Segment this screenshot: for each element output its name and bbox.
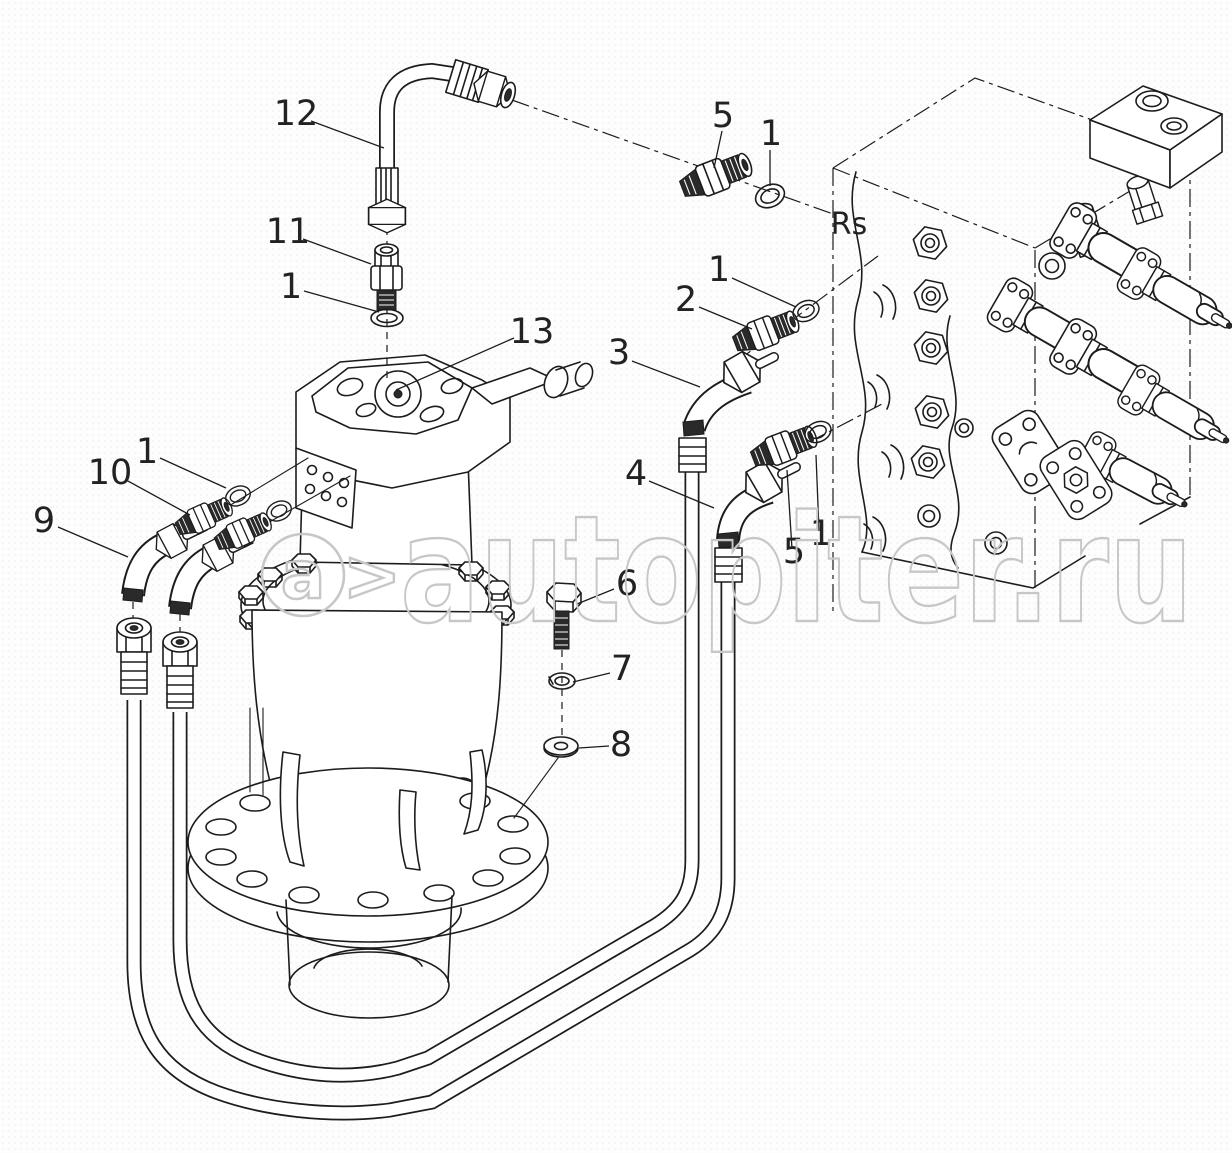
callout-label-3: 3	[608, 333, 630, 373]
tube-12	[367, 58, 517, 234]
hose-end-fitting	[162, 631, 198, 709]
callout-leader	[731, 277, 797, 308]
elbow-hose-4	[714, 455, 801, 583]
hex-bolt-6	[546, 582, 582, 650]
hose-3-loop	[172, 472, 700, 1083]
callout-leader	[572, 672, 611, 683]
callout-leader	[815, 454, 820, 532]
callout-leader	[303, 290, 380, 313]
o-ring-1	[370, 308, 404, 328]
solenoid-valve	[1115, 362, 1232, 463]
callout-label-7: 7	[611, 649, 633, 689]
flat-washer-8	[543, 736, 579, 758]
right-elbows	[678, 345, 801, 583]
solenoid-valve	[1114, 245, 1232, 349]
callout-leader	[631, 360, 701, 388]
callout-label-13: 13	[510, 312, 555, 352]
watermark-badge-arrow: >	[343, 535, 402, 617]
hose-4-loop	[126, 580, 736, 1121]
motor-manifold	[295, 354, 594, 529]
mount-flange	[187, 767, 549, 943]
callout-label-5: 5	[712, 96, 734, 136]
callout-label-11: 11	[266, 212, 311, 252]
callout-leader	[648, 480, 715, 509]
callout-label-1: 1	[760, 114, 782, 154]
port-plate	[1039, 439, 1113, 521]
callout-label-Rs: Rs	[831, 207, 867, 242]
callout-leader	[698, 306, 753, 330]
callout-label-1: 1	[136, 432, 158, 472]
callout-label-12: 12	[274, 94, 319, 134]
connector-fitting-2	[729, 305, 804, 359]
callout-leader	[576, 588, 615, 605]
callout-label-5: 5	[783, 532, 805, 572]
callout-leader	[302, 238, 372, 265]
watermark-badge-letter: a	[281, 537, 326, 614]
hoses	[126, 472, 736, 1121]
callout-label-9: 9	[33, 501, 55, 541]
callout-label-2: 2	[675, 280, 697, 320]
break-line	[946, 315, 960, 569]
callout-label-1: 1	[280, 267, 302, 307]
callout-label-1: 1	[708, 250, 730, 290]
watermark-badge-circle	[260, 532, 346, 618]
elbow-hose-3	[678, 345, 779, 473]
hex-plug	[909, 224, 951, 262]
bolt-washer-set	[513, 582, 582, 819]
callout-leader	[786, 469, 793, 550]
watermark: a > autopiter.ru	[260, 483, 1194, 657]
callout-leader	[713, 130, 723, 169]
pilot-tube-assembly	[367, 58, 517, 380]
callout-leader	[395, 337, 515, 391]
swing-motor	[187, 354, 594, 1019]
shaft-cylinder	[276, 895, 462, 1019]
port-rings	[917, 252, 1066, 555]
watermark-text: autopiter.ru	[400, 484, 1193, 656]
break-line	[851, 171, 868, 553]
callout-leader	[159, 457, 227, 489]
callout-label-10: 10	[88, 453, 133, 493]
callout-label-8: 8	[610, 725, 632, 765]
callout-leader	[125, 479, 191, 516]
hose-end-fitting	[116, 617, 152, 695]
callout-leader	[578, 745, 610, 749]
top-block	[1089, 85, 1223, 189]
callout-leader	[57, 526, 129, 558]
connector-fitting-5b	[747, 420, 822, 474]
callout-label-4: 4	[625, 454, 647, 494]
left-fittings	[116, 457, 351, 709]
callout-label-1: 1	[810, 514, 832, 554]
control-valve-block	[832, 77, 1232, 612]
callout-label-6: 6	[616, 564, 638, 604]
fitting-11	[370, 243, 403, 311]
callout-leader	[310, 120, 385, 149]
